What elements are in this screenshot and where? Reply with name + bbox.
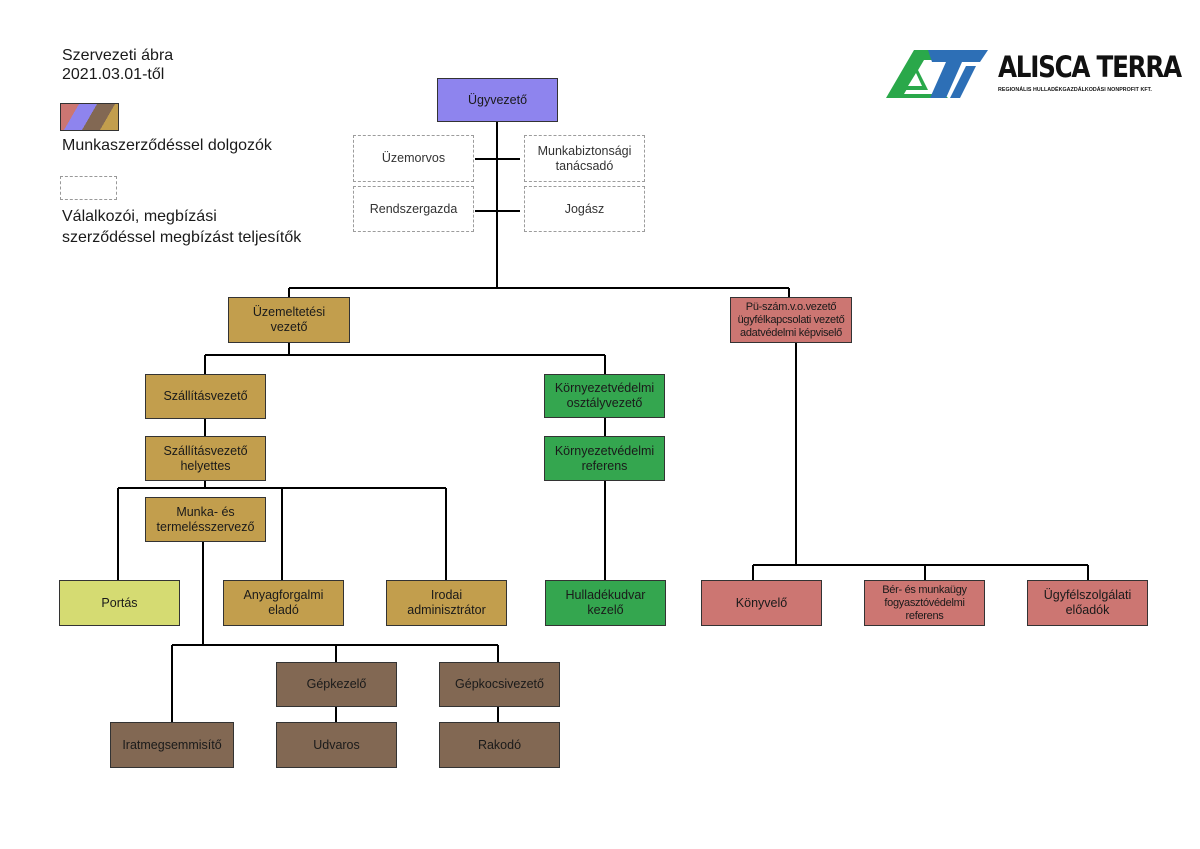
- node-document-shredder: Iratmegsemmisítő: [110, 722, 234, 768]
- title-line-2: 2021.03.01-től: [62, 66, 165, 83]
- logo-subtitle: REGIONÁLIS HULLADÉKGAZDÁLKODÁSI NONPROFI…: [998, 87, 1152, 93]
- node-lawyer: Jogász: [524, 186, 645, 232]
- node-accountant: Könyvelő: [701, 580, 822, 626]
- chart-title: Szervezeti ábra 2021.03.01-től: [62, 46, 173, 84]
- node-env-dept-manager: Környezetvédelmi osztályvezető: [544, 374, 665, 418]
- node-transport-manager: Szállításvezető: [145, 374, 266, 419]
- node-ceo: Ügyvezető: [437, 78, 558, 122]
- node-physician: Üzemorvos: [353, 135, 474, 182]
- node-finance-manager: Pü-szám.v.o.vezető ügyfélkapcsolati veze…: [730, 297, 852, 343]
- node-yard-worker: Udvaros: [276, 722, 397, 768]
- node-waste-yard-operator: Hulladékudvar kezelő: [545, 580, 666, 626]
- node-customer-service: Ügyfélszolgálati előadók: [1027, 580, 1148, 626]
- node-machine-operator: Gépkezelő: [276, 662, 397, 707]
- node-driver: Gépkocsivezető: [439, 662, 560, 707]
- legend-contractors-label: Válalkozói, megbízási szerződéssel megbí…: [62, 208, 302, 246]
- node-ops-manager: Üzemeltetési vezető: [228, 297, 350, 343]
- node-loader: Rakodó: [439, 722, 560, 768]
- legend-contractor-swatch: [60, 176, 117, 200]
- node-env-officer: Környezetvédelmi referens: [544, 436, 665, 481]
- legend-employees-label: Munkaszerződéssel dolgozók: [62, 137, 272, 154]
- legend-employee-swatch: [60, 103, 119, 131]
- node-safety-advisor: Munkabiztonsági tanácsadó: [524, 135, 645, 182]
- node-office-admin: Irodai adminisztrátor: [386, 580, 507, 626]
- node-transport-deputy: Szállításvezető helyettes: [145, 436, 266, 481]
- node-sysadmin: Rendszergazda: [353, 186, 474, 232]
- node-reception: Portás: [59, 580, 180, 626]
- node-work-organizer: Munka- és termelésszervező: [145, 497, 266, 542]
- node-hr-officer: Bér- és munkaügy fogyasztóvédelmi refere…: [864, 580, 985, 626]
- alisca-terra-logo-icon: [886, 50, 988, 98]
- title-line-1: Szervezeti ábra: [62, 47, 174, 64]
- logo-name: ALISCA TERRA: [998, 50, 1182, 84]
- node-material-clerk: Anyagforgalmi eladó: [223, 580, 344, 626]
